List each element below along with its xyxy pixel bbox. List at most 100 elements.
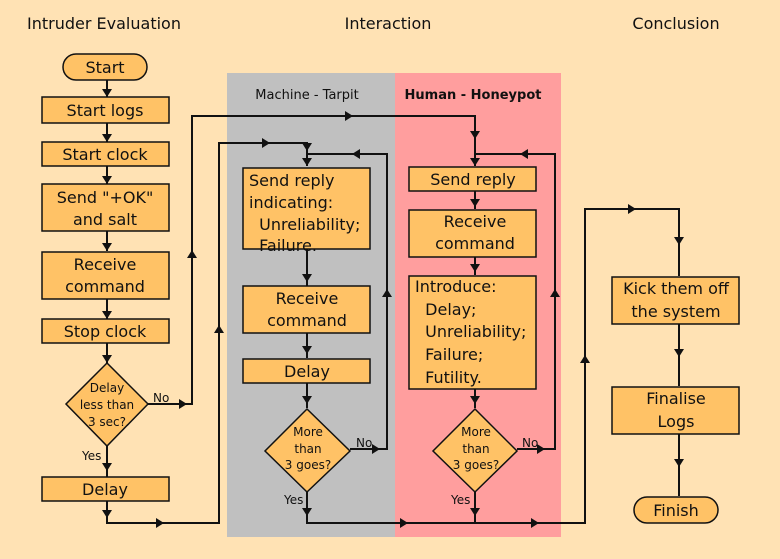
node-start-clock: Start clock — [41, 141, 170, 167]
svg-text:Delay: Delay — [82, 480, 128, 499]
svg-text:Delay: Delay — [284, 362, 330, 381]
edge-label-no: No — [153, 391, 169, 405]
svg-text:Failure;: Failure; — [415, 345, 483, 364]
arrow-down-icon — [102, 311, 112, 319]
arrow-down-icon — [302, 274, 312, 282]
svg-text:More: More — [293, 425, 323, 439]
node-stop-clock: Stop clock — [41, 318, 170, 344]
arrowheads — [102, 89, 684, 528]
arrow-up-icon — [550, 289, 560, 297]
node-machine-send-reply: Send reply indicating: Unreliability; Fa… — [242, 167, 371, 255]
arrow-right-icon — [262, 138, 270, 148]
svg-text:Delay: Delay — [90, 381, 124, 395]
svg-text:3 sec?: 3 sec? — [88, 415, 126, 429]
arrow-down-icon — [470, 508, 480, 516]
node-finish: Finish — [633, 496, 719, 524]
node-receive-command: Receive command — [41, 251, 170, 300]
svg-text:3 goes?: 3 goes? — [285, 458, 331, 472]
svg-text:Receive: Receive — [276, 289, 339, 308]
arrow-down-icon — [102, 176, 112, 184]
svg-text:Send reply: Send reply — [430, 170, 516, 189]
arrow-right-icon — [156, 518, 164, 528]
lane-title-human: Human - Honeypot — [405, 88, 542, 103]
arrow-down-icon — [102, 510, 112, 518]
svg-text:Futility.: Futility. — [415, 368, 482, 387]
arrow-up-icon — [382, 289, 392, 297]
node-finalise: Finalise Logs — [611, 386, 740, 435]
svg-text:Send reply: Send reply — [249, 171, 335, 190]
svg-text:Failure.: Failure. — [249, 236, 317, 255]
svg-text:the system: the system — [631, 302, 720, 321]
svg-text:Delay;: Delay; — [415, 300, 476, 319]
svg-text:less than: less than — [80, 398, 134, 412]
svg-text:Logs: Logs — [658, 412, 695, 431]
arrow-right-icon — [179, 399, 187, 409]
svg-text:and salt: and salt — [73, 210, 137, 229]
arrow-down-icon — [470, 131, 480, 139]
arrow-down-icon — [674, 349, 684, 357]
arrow-down-icon — [302, 158, 312, 166]
svg-text:indicating:: indicating: — [249, 193, 333, 212]
svg-text:Introduce:: Introduce: — [415, 277, 496, 296]
arrow-up-icon — [214, 325, 224, 333]
arrow-right-icon — [372, 444, 380, 454]
svg-text:than: than — [462, 442, 489, 456]
svg-text:Start logs: Start logs — [67, 101, 144, 120]
svg-text:Unreliability;: Unreliability; — [249, 215, 360, 234]
column-title-intruder: Intruder Evaluation — [27, 14, 181, 33]
arrow-down-icon — [674, 459, 684, 467]
svg-text:Receive: Receive — [444, 212, 507, 231]
svg-text:Stop clock: Stop clock — [64, 322, 147, 341]
lane-title-machine: Machine - Tarpit — [255, 88, 358, 103]
arrow-right-icon — [628, 204, 636, 214]
node-human-receive: Receive command — [408, 209, 537, 258]
arrow-up-icon — [580, 355, 590, 363]
node-send-ok: Send "+OK" and salt — [41, 183, 170, 232]
arrow-up-icon — [187, 250, 197, 258]
arrow-down-icon — [102, 243, 112, 251]
edge-label-yes: Yes — [283, 493, 303, 507]
arrow-down-icon — [102, 134, 112, 142]
node-kick: Kick them off the system — [611, 276, 740, 325]
arrow-right-icon — [531, 518, 539, 528]
column-title-conclusion: Conclusion — [632, 14, 719, 33]
arrow-left-icon — [352, 149, 360, 159]
node-human-send-reply: Send reply — [408, 166, 537, 192]
edge-label-yes: Yes — [450, 493, 470, 507]
edge-label-no: No — [522, 436, 538, 450]
arrow-down-icon — [102, 463, 112, 471]
svg-text:Start: Start — [85, 58, 124, 77]
edge-label-no: No — [356, 436, 372, 450]
node-machine-receive: Receive command — [242, 285, 371, 334]
svg-text:Receive: Receive — [74, 255, 137, 274]
svg-text:Finalise: Finalise — [646, 389, 706, 408]
arrow-down-icon — [102, 355, 112, 363]
svg-text:Start clock: Start clock — [62, 145, 148, 164]
arrow-right-icon — [400, 518, 408, 528]
node-machine-delay: Delay — [242, 358, 371, 384]
node-delay-check: Delay less than 3 sec? — [64, 361, 150, 448]
arrow-down-icon — [470, 396, 480, 404]
arrow-down-icon — [470, 158, 480, 166]
svg-text:Unreliability;: Unreliability; — [415, 322, 526, 341]
arrow-left-icon — [520, 149, 528, 159]
arrow-down-icon — [102, 89, 112, 97]
svg-text:Finish: Finish — [653, 501, 699, 520]
svg-text:Kick them off: Kick them off — [623, 279, 730, 298]
arrow-down-icon — [302, 346, 312, 354]
node-machine-check: More than 3 goes? — [263, 407, 352, 494]
svg-text:than: than — [294, 442, 321, 456]
node-start: Start — [62, 53, 148, 81]
arrow-down-icon — [302, 396, 312, 404]
arrow-down-icon — [470, 199, 480, 207]
column-title-interaction: Interaction — [345, 14, 432, 33]
node-human-check: More than 3 goes? — [431, 407, 519, 494]
svg-text:command: command — [435, 234, 515, 253]
node-start-logs: Start logs — [41, 96, 170, 124]
arrow-right-icon — [537, 444, 545, 454]
arrow-down-icon — [302, 508, 312, 516]
arrow-down-icon — [470, 264, 480, 272]
arrow-down-icon — [674, 237, 684, 245]
node-delay: Delay — [41, 476, 170, 502]
